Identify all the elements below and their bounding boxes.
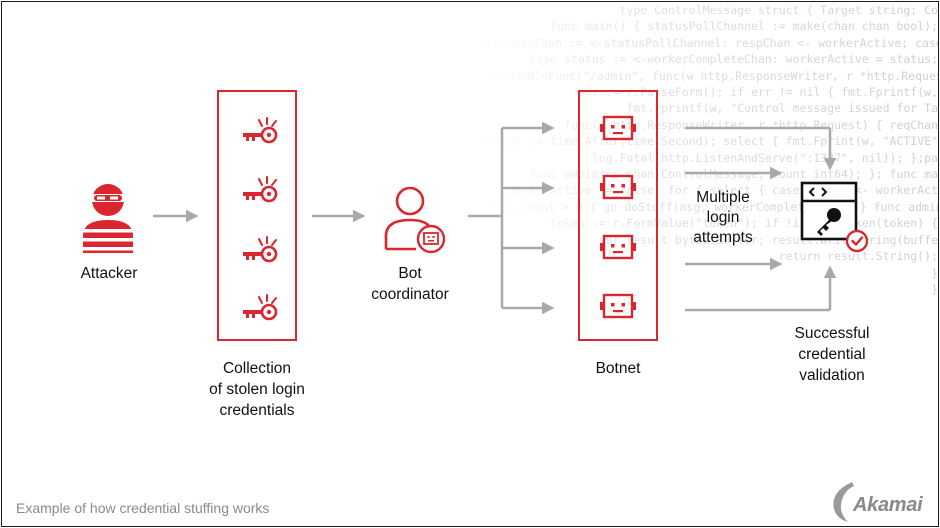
caption: Example of how credential stuffing works (16, 500, 270, 516)
robot-icon (598, 115, 638, 141)
fan-out-arrows (468, 121, 555, 315)
login-attempt-arrows (685, 126, 837, 312)
key-icon (241, 235, 278, 263)
checkmark-badge-icon (845, 229, 869, 253)
code-line: http.HandleFunc("/admin", func(w http.Re… (472, 68, 938, 83)
person-with-bot-icon (384, 186, 446, 254)
code-line: func main() { statusPollChannel := make(… (550, 19, 938, 34)
key-icon (241, 116, 278, 144)
robot-icon (598, 234, 638, 260)
robot-icon (598, 293, 638, 319)
login-window-key-icon (800, 181, 858, 241)
key-icon (241, 293, 278, 321)
success-label: Successful credential validation (794, 325, 870, 384)
masked-attacker-icon (83, 184, 133, 253)
botnet-label: Botnet (595, 360, 641, 377)
collection-label: Collection of stolen login credentials (209, 360, 305, 419)
key-icon (241, 175, 278, 203)
bot-coordinator-label: Bot coordinator (371, 265, 449, 303)
multiple-attempts-label: Multiple login attempts (693, 189, 753, 246)
code-line: fmt.Fprintf(w, "Control message issued f… (626, 101, 938, 116)
code-line: timeout := time.After(time.Second); sele… (474, 134, 938, 149)
code-line: workerActive := false; for { select { ca… (508, 183, 938, 198)
code-line: } (931, 281, 938, 296)
code-line: return result.String(); (778, 249, 938, 264)
code-line: case status := <-workerCompleteChan: wor… (529, 52, 939, 67)
code-line: case respChan := <-statusPollChannel: re… (472, 35, 939, 50)
robot-icon (598, 174, 638, 200)
code-line: err := r.ParseForm(); if err != nil { fm… (577, 85, 938, 100)
botnet-box (578, 90, 658, 341)
attacker-label: Attacker (80, 265, 138, 282)
credentials-collection-box (217, 90, 297, 341)
akamai-logo-swoosh (833, 482, 854, 522)
akamai-logo-text: Akamai (853, 494, 923, 516)
code-line: } (931, 265, 938, 280)
code-line: type ControlMessage struct { Target stri… (619, 3, 939, 17)
